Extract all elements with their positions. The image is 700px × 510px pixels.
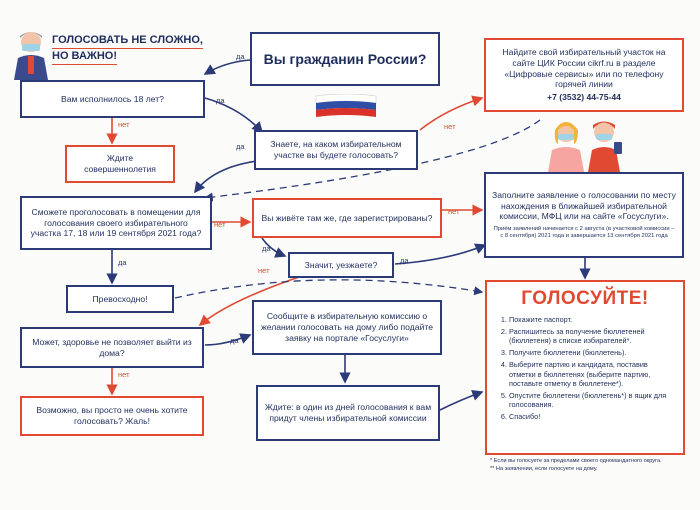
find-phone: +7 (3532) 44-75-44	[547, 92, 621, 103]
vote-step: Покажите паспорт.	[509, 315, 675, 324]
node-leave: Значит, уезжаете?	[288, 252, 394, 278]
node-age18: Вам исполнилось 18 лет?	[20, 80, 205, 118]
label-know-no: нет	[444, 122, 456, 131]
node-can: Сможете проголосовать в помещении для го…	[20, 196, 212, 250]
node-maybe: Возможно, вы просто не очень хотите голо…	[20, 396, 204, 436]
vote-steps-panel: ГОЛОСУЙТЕ! Покажите паспорт. Распишитесь…	[485, 280, 685, 455]
apply-note: Приём заявлений начинается с 2 августа (…	[493, 226, 675, 240]
header-title: ГОЛОСОВАТЬ НЕ СЛОЖНО, НО ВАЖНО!	[52, 33, 203, 65]
vote-step: Распишитесь за получение бюллетеней (бюл…	[509, 327, 675, 345]
vote-steps-list: Покажите паспорт. Распишитесь за получен…	[495, 315, 675, 421]
apply-text: Заполните заявление о голосовании по мес…	[492, 189, 676, 222]
node-apply: Заполните заявление о голосовании по мес…	[484, 172, 684, 258]
mascot-illustration	[14, 32, 48, 80]
label-live-yes: да	[262, 244, 271, 253]
header-line-2: НО ВАЖНО!	[52, 49, 118, 65]
label-age-no: нет	[118, 120, 130, 129]
find-text: Найдите свой избирательный участок на са…	[502, 47, 666, 90]
vote-step: Спасибо!	[509, 412, 675, 421]
node-health: Может, здоровье не позволяет выйти из до…	[20, 327, 204, 368]
label-citizen-yes: да	[236, 52, 245, 61]
node-report: Сообщите в избирательную комиссию о жела…	[252, 300, 442, 355]
label-age-yes: да	[216, 96, 225, 105]
vote-step: Получите бюллетени (бюллетень).	[509, 348, 675, 357]
label-health-yes: да	[230, 336, 239, 345]
node-live: Вы живёте там же, где зарегистрированы?	[252, 198, 442, 238]
footnote-2: ** На заявлении, если голосуете на дому.	[490, 466, 598, 472]
label-can-no: нет	[214, 220, 226, 229]
volunteers-illustration	[548, 121, 622, 172]
vote-title: ГОЛОСУЙТЕ!	[521, 288, 649, 309]
node-great: Превосходно!	[66, 285, 174, 313]
node-wait: Ждите совершеннолетия	[65, 145, 175, 183]
label-health-no: нет	[118, 370, 130, 379]
footnote-1: * Если вы голосуете за пределами своего …	[490, 458, 662, 464]
label-can-yes: да	[118, 258, 127, 267]
label-leave-yes: да	[400, 256, 409, 265]
label-leave-no: нет	[258, 266, 270, 275]
label-know-yes: да	[236, 142, 245, 151]
node-waitday: Ждите: в один из дней голосования к вам …	[256, 385, 440, 441]
russian-flag-icon	[315, 94, 377, 117]
vote-step: Выберите партию и кандидата, поставив от…	[509, 360, 675, 387]
node-citizen: Вы гражданин России?	[250, 32, 440, 86]
label-live-no: нет	[448, 207, 460, 216]
node-find: Найдите свой избирательный участок на са…	[484, 38, 684, 112]
header-line-1: ГОЛОСОВАТЬ НЕ СЛОЖНО,	[52, 33, 203, 49]
node-know: Знаете, на каком избирательном участке в…	[254, 130, 418, 170]
vote-step: Опустите бюллетени (бюллетень*) в ящик д…	[509, 391, 675, 409]
